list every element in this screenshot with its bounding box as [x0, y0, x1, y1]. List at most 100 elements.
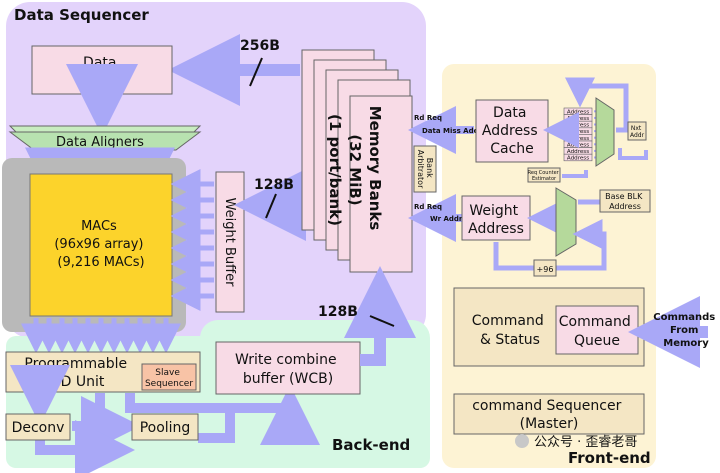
- memory-banks-label-1: Memory Banks: [366, 106, 384, 231]
- plus96-adder: [533, 259, 557, 277]
- macs-array: [29, 173, 173, 317]
- data-address-cache: [475, 99, 549, 163]
- svg-text:Command & Status: Command & Status: [472, 313, 548, 348]
- req-counter-estimator: [527, 167, 561, 183]
- weight-address-label-2: Address: [468, 221, 524, 237]
- command-queue-label-2: Queue: [574, 333, 620, 349]
- back-end-title: Back-end: [332, 436, 410, 454]
- address-register: [563, 153, 593, 162]
- weight-arrows: [170, 169, 214, 311]
- data-mux: [595, 97, 615, 167]
- plus96-loop-arrow: [493, 219, 607, 271]
- bus-128-wcb-label: 128B: [318, 304, 358, 320]
- data-sequencer-title: Data Sequencer: [14, 6, 149, 24]
- deconv-to-pooling-arrow: [35, 420, 135, 473]
- svg-text:(1 port/bank): (1 port/bank): [326, 114, 344, 226]
- nxt-addr-loop-arrow: [618, 148, 648, 160]
- command-queue: [555, 305, 639, 355]
- wcb-label-1: Write combine: [235, 352, 337, 368]
- dac-label-2: Address: [482, 123, 538, 139]
- bus-128-wcb-slash: [369, 315, 395, 327]
- simd-to-wcb-arrow: [125, 385, 320, 445]
- svg-text:Bank Arbitrator: Bank Arbitrator: [416, 150, 434, 189]
- rd-req-bottom-label: Rd Req: [414, 203, 442, 211]
- macs-label-3: (9,216 MACs): [57, 255, 144, 270]
- address-register-stack: AddressAddressAddressAddressAddressAddre…: [563, 107, 596, 162]
- bus-128-weight-label: 128B: [254, 177, 294, 193]
- data-buffer-label-1: Data: [83, 55, 116, 71]
- address-register-label: Address: [567, 156, 589, 162]
- command-sequencer-label-2: (Master): [520, 416, 579, 432]
- base-blk-label-2: Address: [609, 202, 641, 211]
- deconv: [5, 413, 71, 441]
- pooling-label: Pooling: [140, 420, 191, 436]
- req-counter-label-2: Estimator: [532, 176, 557, 182]
- memory-banks-stack: [301, 49, 413, 273]
- base-blk-label-1: Base BLK: [605, 192, 643, 201]
- svg-text:Data Address Cache: Data Address Cache: [482, 105, 542, 157]
- wcb-label-2: buffer (WCB): [243, 371, 333, 387]
- front-end-title: Front-end: [568, 449, 651, 467]
- plus96-label: +96: [537, 265, 554, 274]
- nxt-addr-label-2: Addr: [630, 132, 645, 139]
- command-sequencer: [453, 393, 645, 435]
- bus-256-slash: [249, 57, 263, 87]
- weight-mux: [555, 187, 577, 257]
- svg-text:(32 MiB): (32 MiB): [346, 134, 364, 205]
- bank-arbitrator-label-1: Bank: [425, 158, 434, 178]
- macs-label-1: MACs: [81, 219, 117, 234]
- nxt-addr: [627, 121, 647, 141]
- commands-label-3: Memory: [663, 338, 709, 349]
- watermark: 公众号 · 歪睿老哥: [515, 434, 637, 450]
- wr-addr-label: Wr Addr: [430, 215, 463, 223]
- watermark-text: 公众号 · 歪睿老哥: [534, 435, 637, 450]
- rd-req-top-label: Rd Req: [414, 114, 442, 122]
- base-blk-address: [599, 189, 651, 213]
- memory-banks-label-3: (1 port/bank): [326, 114, 344, 226]
- macs-to-simd-arrows: [21, 318, 181, 354]
- svg-text:Req Counter Estimator: Req Counter Estimator: [528, 170, 561, 182]
- req-counter-arrow: [562, 170, 588, 178]
- svg-text:Memory Banks: Memory Banks: [366, 106, 384, 231]
- svg-text:Base BLK Address: Base BLK Address: [605, 192, 645, 211]
- memory-banks-label-2: (32 MiB): [346, 134, 364, 205]
- command-sequencer-label-1: command Sequencer: [472, 398, 621, 414]
- bus-256-label: 256B: [240, 38, 280, 54]
- svg-text:Command Queue: Command Queue: [559, 314, 635, 349]
- req-counter-label-1: Req Counter: [528, 170, 560, 176]
- memory-banks: [349, 95, 413, 273]
- simd-label-1: Programmable: [24, 356, 127, 372]
- data-miss-addr-label: Data Miss Addr: [422, 127, 483, 135]
- slave-sequencer-label-1: Slave: [155, 368, 180, 378]
- pooling: [131, 413, 199, 441]
- slave-sequencer: [141, 363, 197, 391]
- nxt-addr-label-1: Nxt: [631, 125, 642, 132]
- svg-text:Commands From Memory: Commands From Memory: [653, 312, 719, 349]
- dac-label-1: Data: [493, 105, 526, 121]
- slave-sequencer-label-2: Sequencer: [145, 379, 193, 389]
- svg-text:Nxt Addr: Nxt Addr: [630, 125, 645, 139]
- write-combine-buffer: [215, 341, 361, 395]
- command-status-label-1: Command: [472, 313, 544, 329]
- data-aligners: [8, 131, 202, 151]
- simd-label-2: SIMD Unit: [36, 374, 105, 390]
- data-aligners-label: Data Aligners: [56, 135, 144, 150]
- commands-label-1: Commands: [653, 312, 715, 323]
- svg-text:Weight Address: Weight Address: [468, 203, 524, 237]
- svg-text:MACs (96x96 array) (9,: MACs (96x96 array) (9,216 MACs): [54, 219, 147, 270]
- data-buffer-label-2: Buffer: [81, 73, 124, 89]
- command-queue-label-1: Command: [559, 314, 631, 330]
- commands-label-2: From: [670, 325, 698, 336]
- svg-text:Slave Sequencer: Slave Sequencer: [145, 368, 193, 389]
- dac-label-3: Cache: [490, 141, 534, 157]
- deconv-label: Deconv: [12, 420, 65, 436]
- address-register-label: Address: [567, 149, 589, 155]
- wcb-to-memory-arrow: [344, 266, 416, 366]
- bank-arbitrator-label-2: Arbitrator: [416, 150, 425, 189]
- weight-buffer-label: Weight Buffer: [222, 198, 237, 288]
- bus-128-weight-slash: [265, 193, 277, 219]
- svg-text:command Sequencer (Master): command Sequencer (Master): [472, 398, 626, 432]
- command-status-label-2: & Status: [480, 332, 540, 348]
- weight-address-label-1: Weight: [469, 203, 518, 219]
